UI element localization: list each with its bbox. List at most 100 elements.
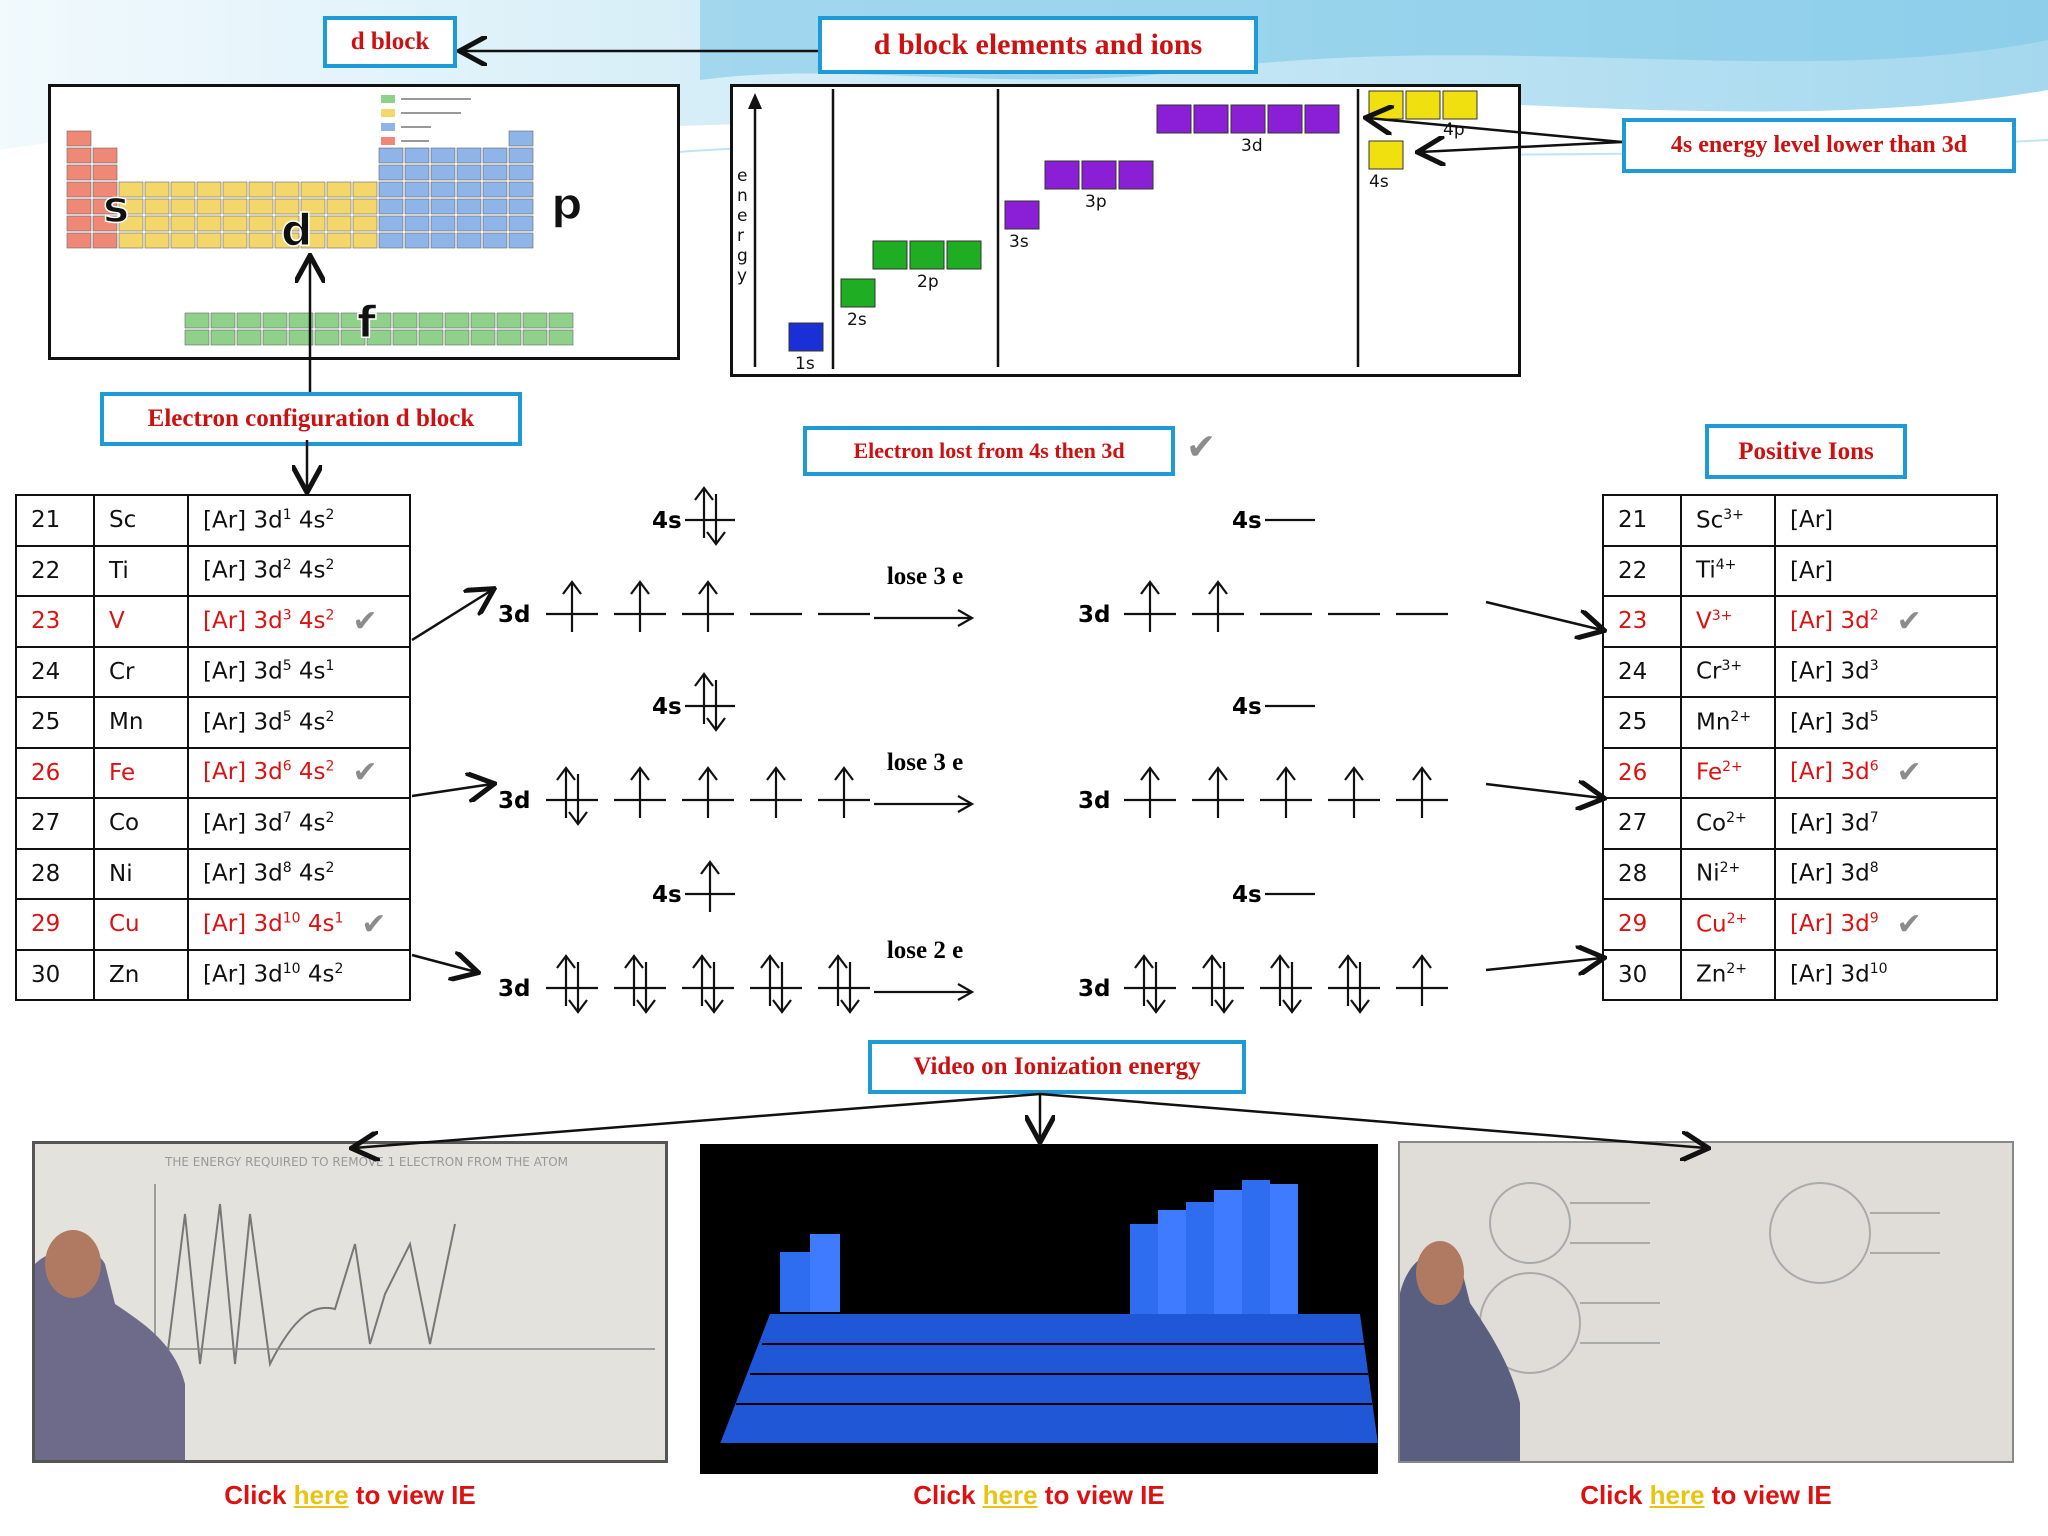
orbital-box-3p <box>1081 160 1117 190</box>
ion-configuration: [Ar] 3d10 <box>1774 948 1998 1001</box>
ion-symbol: V3+ <box>1680 595 1776 648</box>
orbital-label-3d: 3d <box>498 976 530 1002</box>
atom-symbol: Ti <box>93 544 189 597</box>
atom-configuration: [Ar] 3d5 4s1 <box>187 645 411 698</box>
video-2-link[interactable]: here <box>982 1480 1038 1510</box>
orbital <box>685 672 735 732</box>
video-thumbnail-2[interactable] <box>700 1144 1378 1474</box>
orbital <box>1124 954 1176 1014</box>
ion-atomic-number: 24 <box>1602 645 1682 698</box>
ion-symbol: Ni2+ <box>1680 847 1776 900</box>
energy-note-label: 4s energy level lower than 3d <box>1622 118 2016 173</box>
orbital-label-3d: 3d <box>498 602 530 628</box>
block-s-label: s <box>103 182 129 233</box>
orbital <box>614 766 666 818</box>
orbital-box-3d <box>1156 104 1192 134</box>
orbital-box-1s <box>788 322 824 352</box>
orbital-label-4s: 4s <box>1232 508 1262 534</box>
orbital <box>1124 580 1176 632</box>
orbital-label-3d: 3d <box>1078 788 1110 814</box>
atom-atomic-number: 24 <box>15 645 95 698</box>
block-f-label: f <box>357 297 377 348</box>
ion-atomic-number: 29 <box>1602 898 1682 951</box>
atom-atomic-number: 26 <box>15 746 95 799</box>
orbital-box-3p <box>1118 160 1154 190</box>
ion-atomic-number: 22 <box>1602 544 1682 597</box>
lose-electrons-label: lose 2 e <box>887 937 963 964</box>
video-1-link[interactable]: here <box>293 1480 349 1510</box>
orbital <box>818 954 870 1014</box>
energy-level-label-4p: 4p <box>1443 120 1465 140</box>
orbital-box-3s <box>1004 200 1040 230</box>
atom-configuration: [Ar] 3d5 4s2 <box>187 696 411 749</box>
orbital-box-3d <box>1267 104 1303 134</box>
atom-symbol: Cu <box>93 898 189 951</box>
ion-configuration: [Ar] 3d7 <box>1774 797 1998 850</box>
atom-symbol: Sc <box>93 494 189 547</box>
atom-atomic-number: 30 <box>15 948 95 1001</box>
periodic-table-image: s d p f <box>48 84 680 360</box>
orbital <box>750 766 802 818</box>
ion-configuration: [Ar] 3d5 <box>1774 696 1998 749</box>
lose-electrons-label: lose 3 e <box>887 563 963 590</box>
ion-atomic-number: 28 <box>1602 847 1682 900</box>
ion-atomic-number: 23 <box>1602 595 1682 648</box>
video-1-board-title: THE ENERGY REQUIRED TO REMOVE 1 ELECTRON… <box>164 1155 568 1169</box>
check-icon: ✔ <box>352 603 378 639</box>
ion-atomic-number: 26 <box>1602 746 1682 799</box>
atom-atomic-number: 22 <box>15 544 95 597</box>
orbital-label-4s: 4s <box>652 508 682 534</box>
ion-symbol: Co2+ <box>1680 797 1776 850</box>
orbital <box>682 766 734 818</box>
atom-symbol: Zn <box>93 948 189 1001</box>
positive-ions-label: Positive Ions <box>1705 424 1907 479</box>
video-3-link[interactable]: here <box>1649 1480 1705 1510</box>
atom-configuration: [Ar] 3d6 4s2✔ <box>187 746 411 799</box>
orbital-label-4s: 4s <box>1232 882 1262 908</box>
atom-atomic-number: 28 <box>15 847 95 900</box>
orbital <box>685 486 735 546</box>
video-thumbnail-1[interactable]: THE ENERGY REQUIRED TO REMOVE 1 ELECTRON… <box>32 1141 668 1463</box>
orbital <box>546 580 598 632</box>
orbital-box-4s <box>1368 140 1404 170</box>
orbital <box>818 766 870 818</box>
atom-configuration: [Ar] 3d3 4s2✔ <box>187 595 411 648</box>
ion-configuration: [Ar] 3d3 <box>1774 645 1998 698</box>
block-d-label: d <box>281 205 313 256</box>
ion-atomic-number: 21 <box>1602 494 1682 547</box>
atom-atomic-number: 23 <box>15 595 95 648</box>
atom-atomic-number: 25 <box>15 696 95 749</box>
video-thumbnail-3[interactable] <box>1398 1141 2014 1463</box>
orbital-box-2p <box>872 240 908 270</box>
ion-configuration: [Ar] 3d9✔ <box>1774 898 1998 951</box>
energy-level-label-3d: 3d <box>1241 136 1263 156</box>
ion-atomic-number: 25 <box>1602 696 1682 749</box>
orbital-label-3d: 3d <box>1078 976 1110 1002</box>
electron-config-label: Electron configuration d block <box>100 392 522 446</box>
energy-level-label-1s: 1s <box>795 354 815 374</box>
ion-symbol: Zn2+ <box>1680 948 1776 1001</box>
orbital <box>1260 766 1312 818</box>
orbital <box>546 766 598 826</box>
energy-level-label-2s: 2s <box>847 310 867 330</box>
orbital <box>1328 766 1380 818</box>
electron-lost-label: Electron lost from 4s then 3d <box>803 426 1175 476</box>
orbital-box-3d <box>1193 104 1229 134</box>
check-icon: ✔ <box>361 906 387 942</box>
block-p-label: p <box>551 179 583 230</box>
ion-atomic-number: 27 <box>1602 797 1682 850</box>
orbital <box>1124 766 1176 818</box>
orbital-label-3d: 3d <box>498 788 530 814</box>
check-icon: ✔ <box>1896 906 1922 942</box>
orbital-label-4s: 4s <box>1232 694 1262 720</box>
